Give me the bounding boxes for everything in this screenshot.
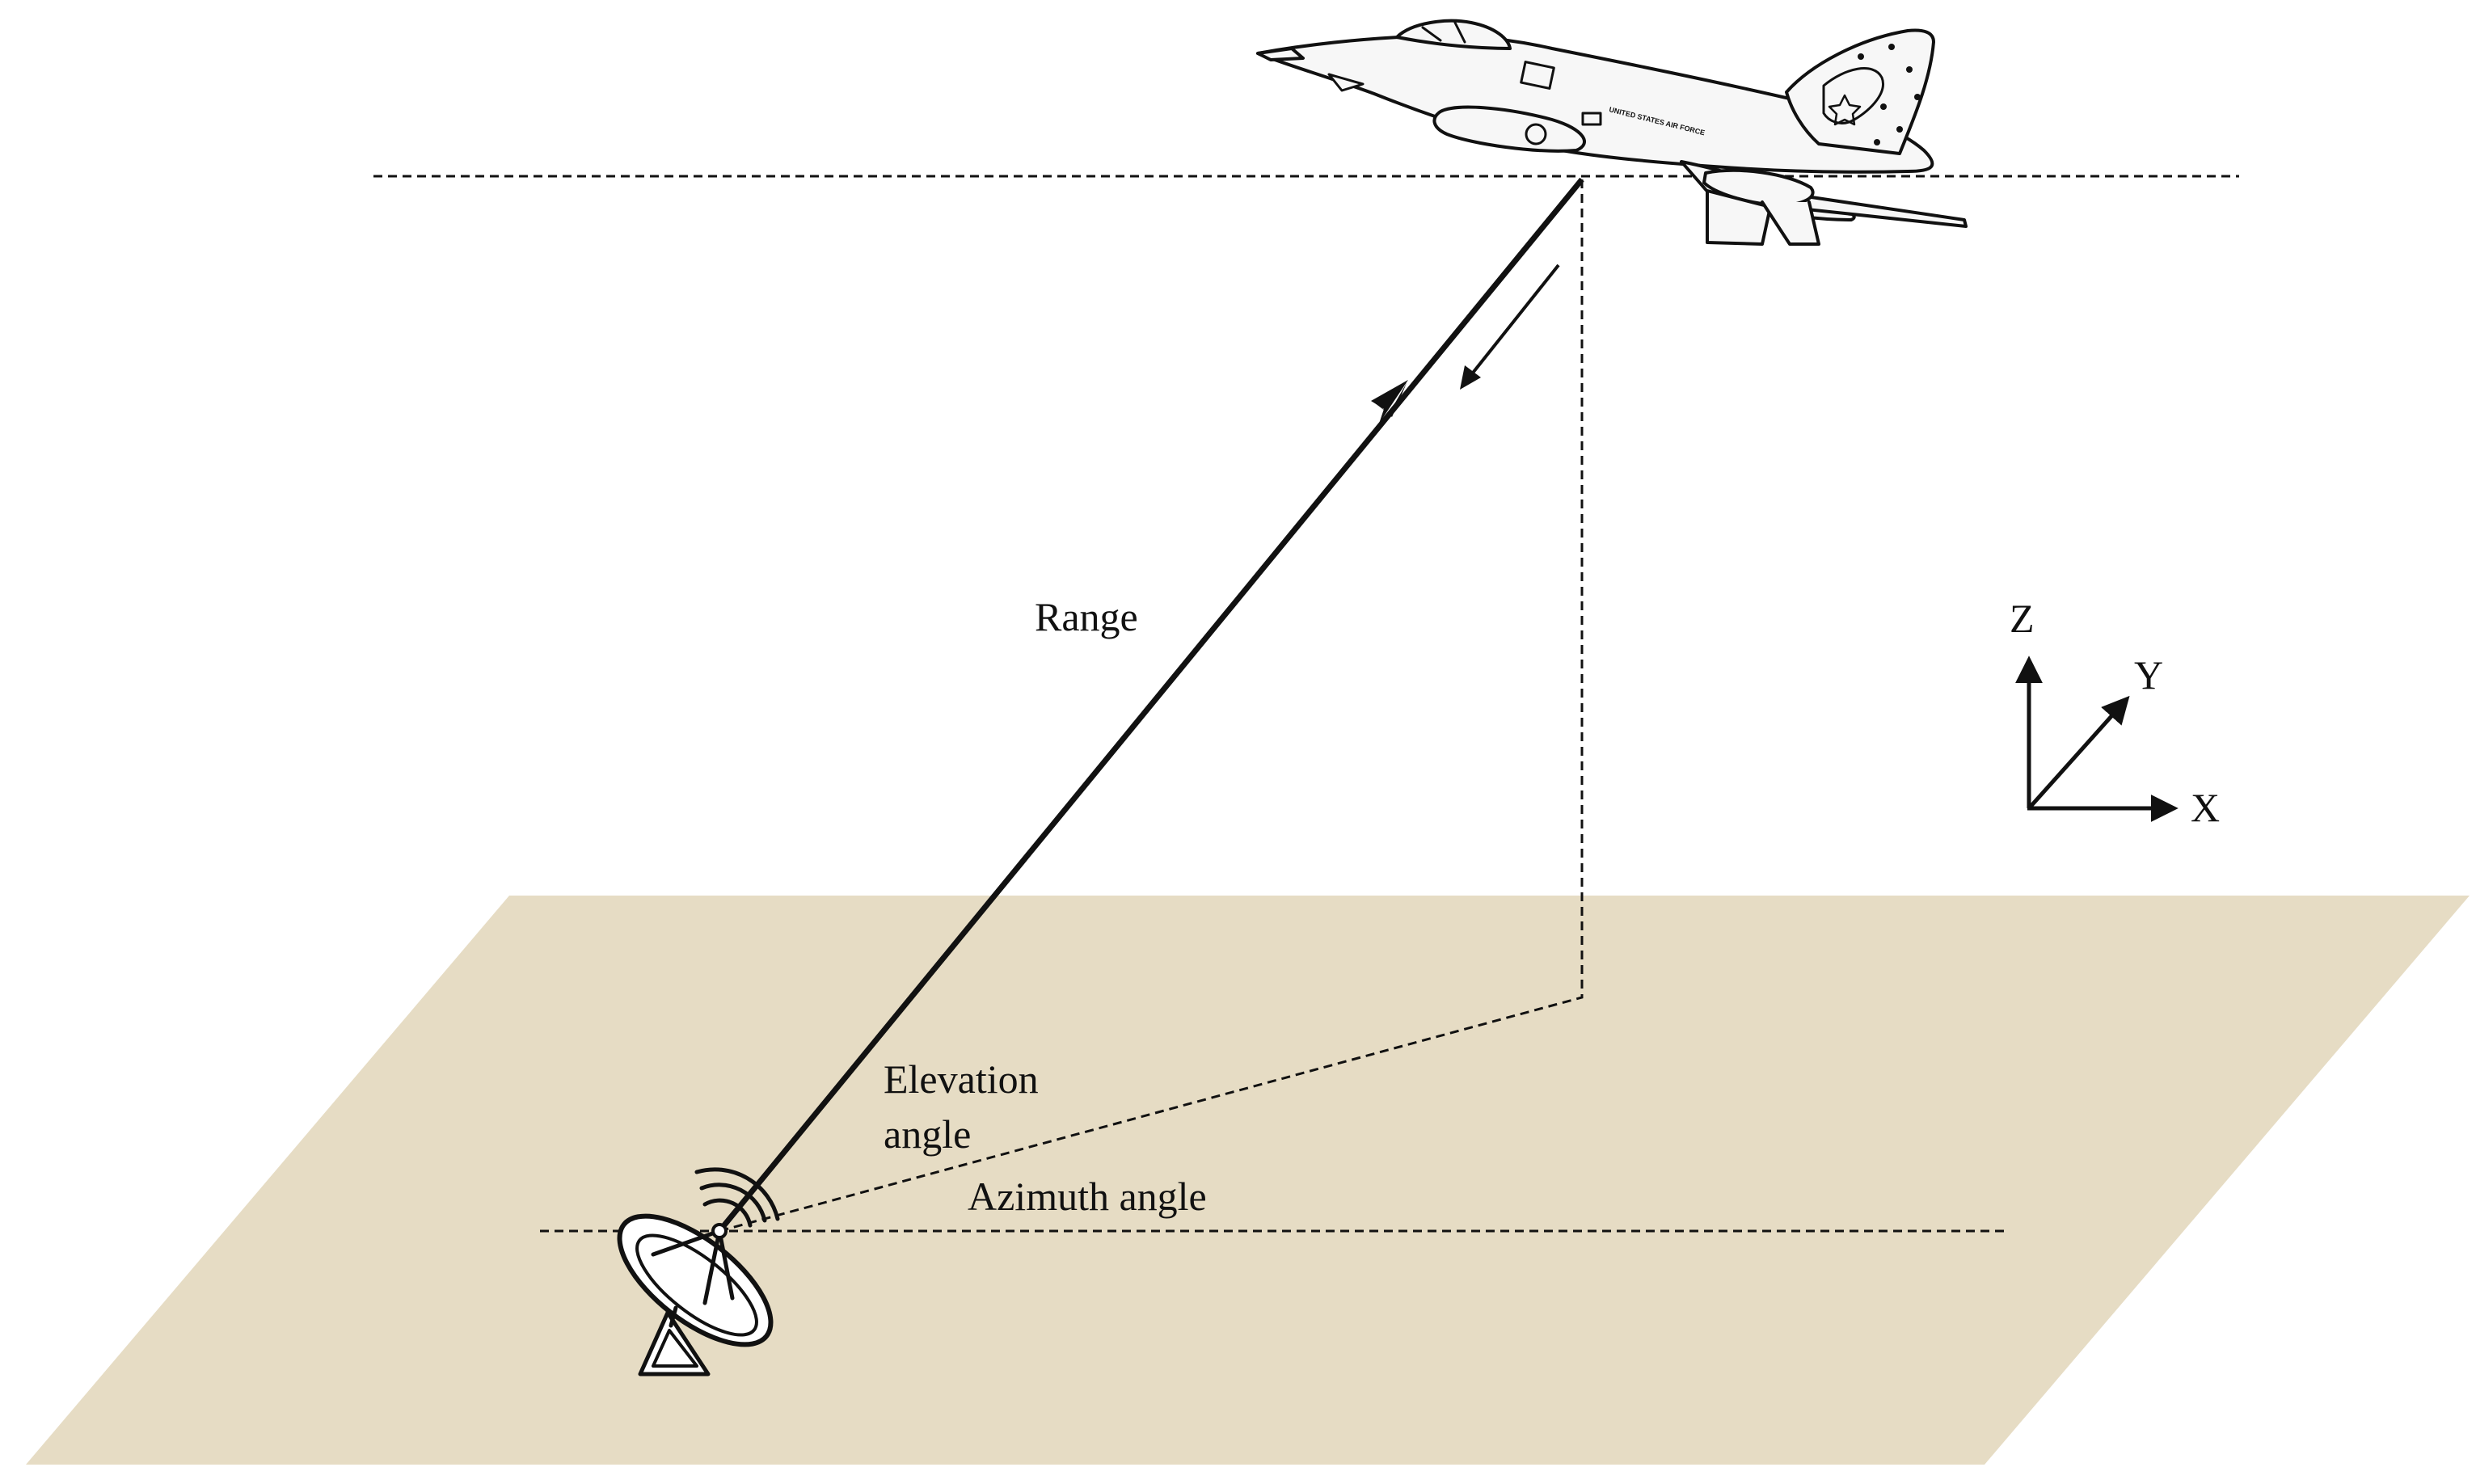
aircraft-ground-projection: [719, 179, 1584, 1233]
outgoing-pulse-arrow: [1374, 383, 1407, 417]
y-axis: [2027, 695, 2130, 810]
ground-plane: [26, 896, 2470, 1465]
return-echo-arrowhead: [1460, 365, 1481, 390]
outgoing-pulse-arrowhead: [1371, 380, 1408, 424]
coordinate-axes: Z Y X: [2010, 596, 2220, 830]
azimuth-angle-label: Azimuth angle: [968, 1174, 1207, 1219]
x-axis-label: X: [2191, 785, 2220, 830]
y-axis-label: Y: [2134, 652, 2163, 698]
return-echo-arrow: [1466, 263, 1560, 382]
z-axis-label: Z: [2010, 596, 2035, 641]
elevation-angle-label-line2: angle: [884, 1111, 971, 1157]
range-label: Range: [1035, 594, 1138, 639]
radar-dish-icon: [617, 1167, 780, 1376]
fighter-jet-icon: UNITED STATES AIR FORCE: [1256, 19, 1968, 246]
range-line: [717, 177, 1584, 1233]
elevation-angle-label-line1: Elevation: [884, 1056, 1039, 1102]
